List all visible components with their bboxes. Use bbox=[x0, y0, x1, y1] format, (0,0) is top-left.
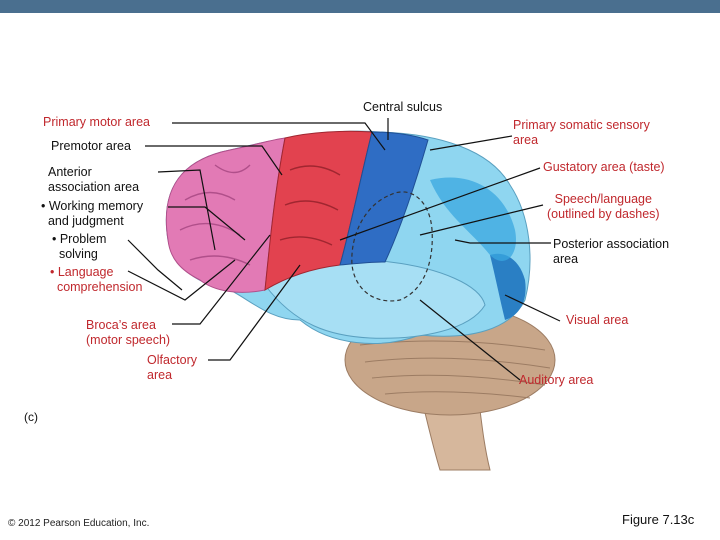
occipital-lobe bbox=[490, 253, 526, 320]
label-working-memory: • Working memory and judgment bbox=[41, 199, 144, 228]
speech-language-outline bbox=[351, 191, 433, 302]
label-anterior-association: Anterior association area bbox=[48, 165, 140, 194]
line-visual bbox=[504, 294, 561, 322]
line-language-comprehension bbox=[127, 259, 236, 301]
line-olfactory bbox=[208, 264, 301, 361]
label-primary-motor: Primary motor area bbox=[43, 115, 150, 129]
header-bar bbox=[0, 0, 720, 13]
line-anterior-association bbox=[157, 169, 216, 251]
label-visual: Visual area bbox=[566, 313, 629, 327]
line-gustatory bbox=[339, 167, 541, 241]
line-speech-language bbox=[419, 204, 544, 236]
figure-number: Figure 7.13c bbox=[622, 512, 695, 527]
copyright-credit: © 2012 Pearson Education, Inc. bbox=[8, 518, 150, 529]
label-gustatory: Gustatory area (taste) bbox=[543, 160, 665, 174]
label-olfactory: Olfactory area bbox=[147, 353, 198, 382]
label-brocas-area: Broca’s area (motor speech) bbox=[86, 318, 171, 347]
label-auditory: Auditory area bbox=[519, 373, 594, 387]
label-central-sulcus: Central sulcus bbox=[363, 100, 443, 114]
line-auditory bbox=[419, 299, 521, 381]
line-primary-motor bbox=[172, 122, 386, 151]
label-speech-language: Speech/language (outlined by dashes) bbox=[547, 192, 660, 221]
posterior-region bbox=[430, 177, 516, 261]
line-posterior-association bbox=[454, 239, 551, 244]
label-language-comprehension: • Language comprehension bbox=[50, 265, 143, 294]
line-primary-somatic bbox=[429, 135, 513, 151]
label-primary-somatic: Primary somatic sensory area bbox=[513, 118, 650, 147]
line-working-memory bbox=[168, 206, 246, 241]
line-problem-solving bbox=[127, 239, 183, 291]
label-premotor: Premotor area bbox=[51, 139, 131, 153]
label-posterior-association: Posterior association area bbox=[553, 237, 670, 266]
panel-label: (c) bbox=[24, 410, 38, 424]
line-premotor bbox=[145, 145, 283, 176]
line-brocas bbox=[172, 234, 271, 325]
label-problem-solving: • Problem solving bbox=[52, 232, 107, 261]
